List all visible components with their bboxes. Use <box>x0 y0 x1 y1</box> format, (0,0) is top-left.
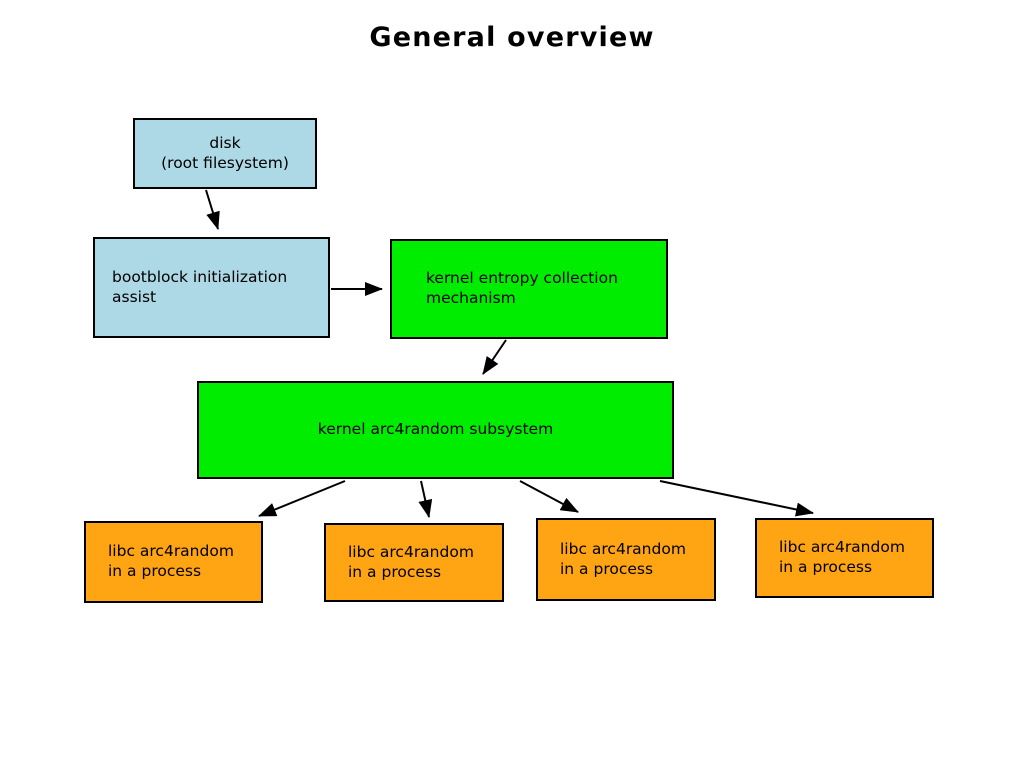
node-libc-3-line-1: libc arc4random <box>560 539 686 558</box>
edge-subsystem-to-libc3 <box>519 480 579 513</box>
node-libc-3-line-2: in a process <box>560 559 654 578</box>
node-bootblock-initialization-assist[interactable]: bootblock initialization assist <box>93 237 330 338</box>
node-libc-2-line-1: libc arc4random <box>348 542 474 561</box>
node-kernel-arc4random-subsystem[interactable]: kernel arc4random subsystem <box>197 381 674 479</box>
node-disk[interactable]: disk (root filesystem) <box>133 118 317 189</box>
page-title: General overview <box>369 22 655 53</box>
node-libc-4-line-2: in a process <box>779 558 873 576</box>
node-entropy-line-2: mechanism <box>426 289 516 307</box>
node-libc-arc4random-process-3[interactable]: libc arc4random in a process <box>536 518 716 601</box>
node-kernel-entropy-collection-mechanism[interactable]: kernel entropy collection mechanism <box>390 239 668 339</box>
edge-subsystem-to-libc2 <box>418 480 433 518</box>
node-libc-arc4random-process-1[interactable]: libc arc4random in a process <box>84 521 263 603</box>
node-subsystem-line-1: kernel arc4random subsystem <box>317 420 554 439</box>
edge-entropy-to-subsystem <box>482 339 507 375</box>
node-libc-arc4random-process-4[interactable]: libc arc4random in a process <box>755 518 934 598</box>
node-libc-1-line-2: in a process <box>108 562 202 580</box>
edge-disk-to-bootblock <box>205 189 220 230</box>
node-bootblock-line-2: assist <box>112 287 157 306</box>
node-bootblock-line-1: bootblock initialization <box>112 267 288 286</box>
node-libc-1-line-1: libc arc4random <box>108 542 234 561</box>
edge-subsystem-to-libc4 <box>659 480 814 517</box>
node-libc-arc4random-process-2[interactable]: libc arc4random in a process <box>324 523 504 602</box>
node-entropy-line-1: kernel entropy collection <box>426 269 618 288</box>
node-libc-2-line-2: in a process <box>348 562 442 581</box>
edge-subsystem-to-libc1 <box>258 480 346 517</box>
node-disk-line-1: disk <box>209 133 241 152</box>
node-disk-line-2: (root filesystem) <box>161 153 289 172</box>
node-libc-4-line-1: libc arc4random <box>779 538 905 557</box>
